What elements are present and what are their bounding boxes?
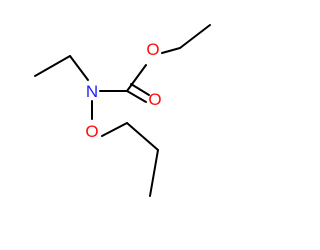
atom-label-alkoxy-oxygen: O [85, 122, 98, 141]
bond-ester-ch2-ch3 [179, 24, 211, 49]
bond-propyl-ch2-ch3 [149, 149, 159, 197]
atom-label-carbonyl-oxygen: O [148, 90, 161, 109]
atom-label-ester-oxygen: O [146, 40, 159, 59]
bond-ethyl-ch2-n [69, 55, 89, 81]
bond-carbonyl-ester-oxygen [126, 64, 147, 92]
bond-carbonyl-double-a [126, 90, 147, 103]
bond-carbonyl-double-b [130, 83, 150, 96]
bond-ester-oxygen-ch2 [161, 47, 181, 54]
atom-label-nitrogen: N [86, 82, 98, 101]
bond-propyl-ch2-ch2 [126, 122, 159, 151]
bond-ethyl-ch3-ch2 [34, 55, 71, 77]
bond-alkoxy-oxygen-ch2 [101, 122, 128, 137]
molecule-structure: N O O O [34, 24, 211, 197]
